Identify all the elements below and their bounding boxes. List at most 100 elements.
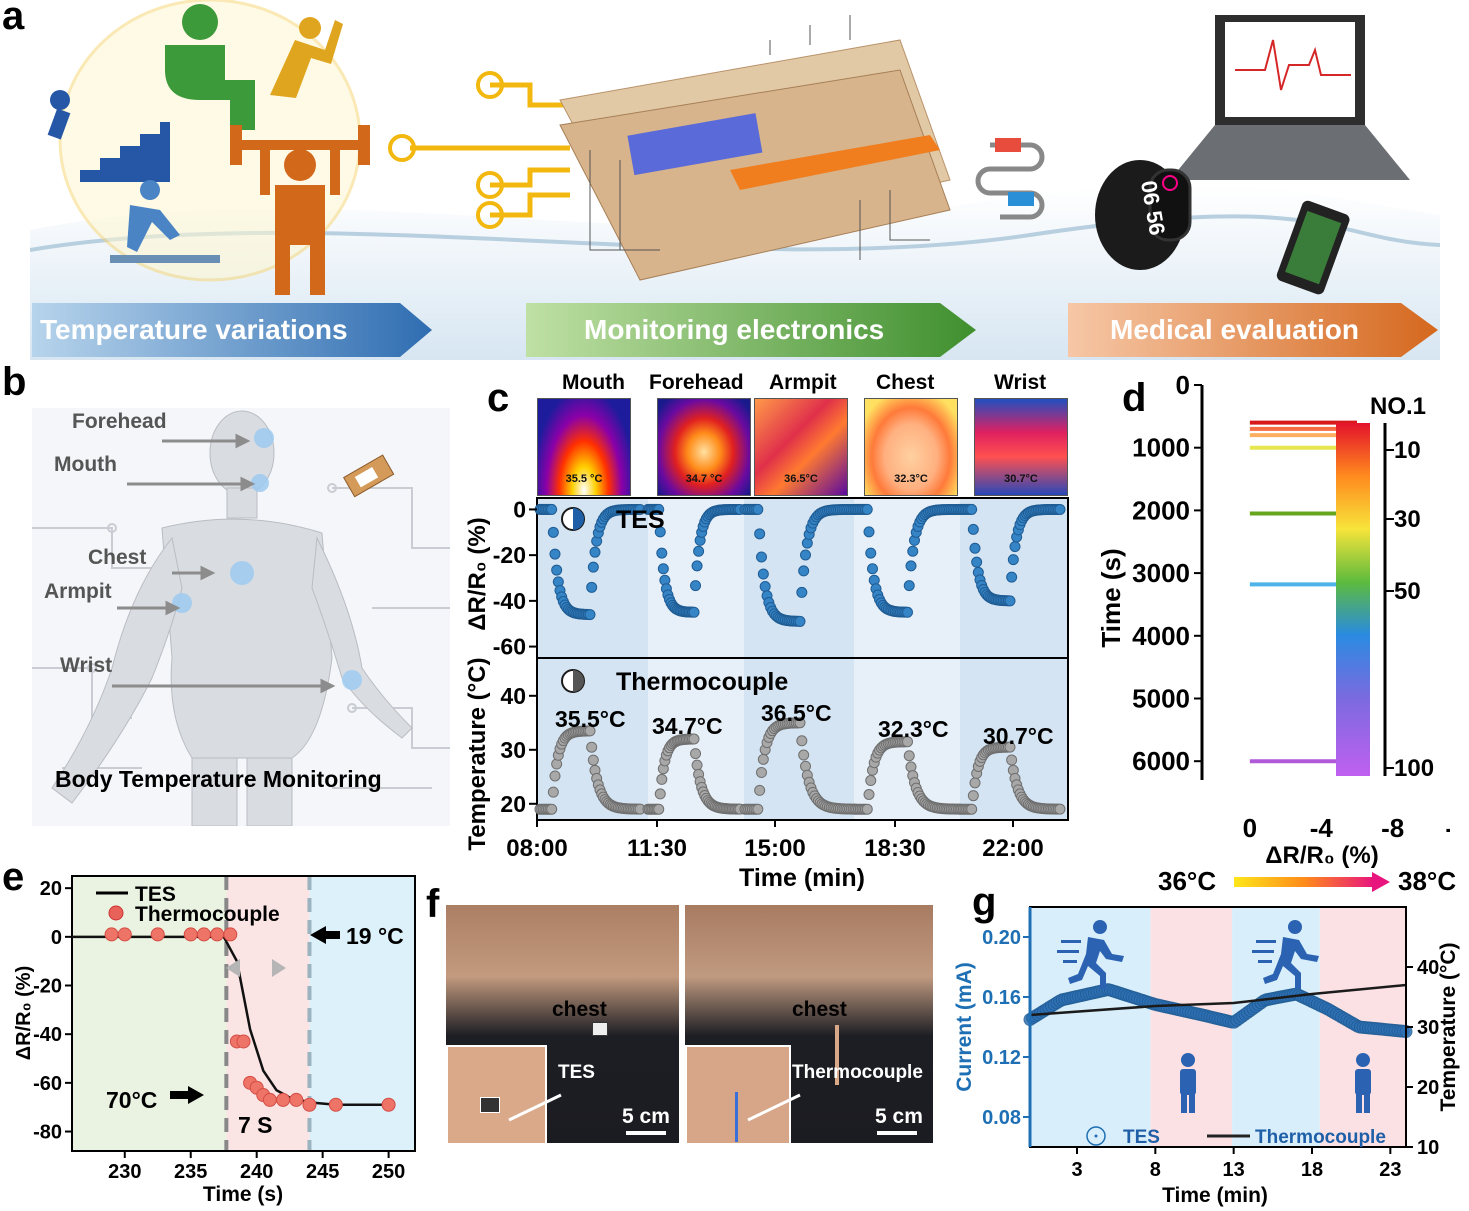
e-ytick-label: 20 — [40, 878, 62, 900]
e-xtick-label: 240 — [240, 1161, 273, 1183]
panel-label-a: a — [2, 0, 25, 38]
e-thermocouple-point — [150, 927, 165, 942]
d-scale-label: 30 — [1394, 506, 1421, 533]
tes-point — [759, 581, 771, 593]
running-person-icon — [1057, 920, 1124, 989]
tes-point — [589, 546, 601, 558]
d-xtick-label: -12 — [1445, 813, 1450, 843]
c-ytick-label: 30 — [500, 737, 526, 763]
g-xtick-label: 23 — [1379, 1159, 1401, 1181]
thermocouple-point — [756, 767, 767, 779]
tes-legend-marker-icon — [1086, 1126, 1106, 1146]
thermal-temp-wrist: 30.7°C — [1004, 473, 1038, 485]
e-thermocouple-point — [381, 1097, 396, 1112]
tes-point — [752, 503, 764, 515]
tes-point — [584, 609, 596, 621]
site-wrist: Wrist — [994, 371, 1047, 394]
tes-point — [756, 551, 767, 563]
c-ylabel-top: ΔR/R₀ (%) — [464, 517, 491, 630]
treadmill-runner-icon — [110, 180, 220, 263]
tes-point — [586, 581, 598, 593]
thermocouple-point — [1006, 754, 1018, 766]
tes-point — [690, 580, 702, 592]
peak-label-2: 34.7°C — [652, 713, 723, 739]
peak-label-5: 30.7°C — [983, 723, 1054, 749]
thermocouple-point — [1054, 803, 1066, 815]
panel-label-f: f — [426, 882, 440, 926]
tes-point — [1006, 571, 1018, 583]
thermocouple-point — [549, 770, 561, 782]
thermal-image-wrist: 30.7°C — [974, 398, 1068, 496]
c-xtick-label: 11:30 — [627, 835, 687, 862]
tes-point — [865, 547, 877, 559]
tes-point — [967, 523, 979, 535]
e-legend-tes: TES — [135, 883, 176, 906]
g-ylabel-left: Current (mA) — [953, 962, 976, 1092]
thermal-temp-armpit: 36.5°C — [784, 473, 818, 485]
temp-low-label: 36°C — [1158, 866, 1217, 896]
tes-point — [657, 563, 669, 575]
thermocouple-point — [800, 760, 811, 772]
banner-temperature-variations: Temperature variations — [32, 303, 432, 357]
e-thermocouple-point — [302, 1097, 317, 1112]
body-illustration — [32, 408, 450, 826]
tes-point — [546, 503, 558, 515]
f-scale-left: 5 cm — [622, 1105, 670, 1128]
g-ytick-left-label: 0.08 — [982, 1107, 1021, 1129]
thermocouple-point — [551, 758, 563, 770]
thermocouple-point — [547, 786, 559, 798]
tes-point — [1009, 541, 1021, 553]
e-ylabel: ΔR/R₀ (%) — [13, 966, 35, 1061]
standing-person-icon-2 — [1355, 1053, 1371, 1113]
thermocouple-point — [969, 777, 981, 789]
thermocouple-point — [1004, 741, 1016, 753]
c-xtick-label: 22:00 — [982, 835, 1043, 862]
double-arrow-icon — [226, 959, 286, 977]
d-ytick-label: 0 — [1176, 370, 1190, 400]
panel-label-d: d — [1122, 376, 1147, 420]
tes-point — [796, 586, 808, 598]
d-scale-label: 100 — [1394, 755, 1434, 782]
c-xtick-label: 15:00 — [744, 835, 805, 862]
tes-point — [905, 560, 917, 572]
smartwatch-icon — [1095, 160, 1192, 270]
tes-point — [800, 549, 811, 561]
g-ytick-right-label: 40 — [1417, 957, 1439, 979]
standing-person-icon — [1180, 1053, 1196, 1113]
thermocouple-legend-icon — [561, 669, 585, 693]
tes-point — [861, 503, 873, 515]
peak-label-4: 32.3°C — [878, 716, 949, 742]
g-thermocouple-line — [1029, 983, 1407, 1017]
f-chest-right: chest — [792, 998, 847, 1021]
tes-point — [547, 526, 559, 538]
arrow-right-icon — [170, 1086, 204, 1104]
d-ytick-label: 4000 — [1132, 621, 1190, 651]
tes-point — [549, 548, 561, 560]
e-thermocouple-point — [236, 1034, 251, 1049]
panel-label-e: e — [2, 855, 25, 899]
tes-point — [966, 503, 978, 515]
tes-point — [907, 545, 919, 557]
g-ytick-left-label: 0.16 — [982, 987, 1021, 1009]
photo-thermocouple-chest — [685, 905, 933, 1145]
tes-inset-sensor-icon — [480, 1097, 500, 1113]
e-ann-cold: 19 °C — [346, 923, 404, 949]
thermocouple-point — [586, 741, 598, 753]
e-thermocouple-point — [117, 927, 132, 942]
c-ytick-label: -60 — [493, 634, 526, 660]
sensor-patch-icon — [342, 454, 395, 498]
jumping-person-icon — [165, 4, 255, 130]
running-person-icon-2 — [1252, 920, 1319, 989]
thermocouple-point — [905, 761, 917, 773]
e-thermocouple-point — [289, 1092, 304, 1107]
g-xlabel: Time (min) — [1162, 1184, 1268, 1207]
e-band-hot — [72, 876, 227, 1151]
d-ytick-label: 6000 — [1132, 746, 1190, 776]
thermocouple-point — [966, 803, 978, 815]
peak-label-3: 36.5°C — [761, 700, 832, 726]
g-ytick-left-label: 0.12 — [982, 1047, 1021, 1069]
weightlifter-icon — [230, 125, 370, 295]
thermocouple-point — [794, 717, 806, 729]
